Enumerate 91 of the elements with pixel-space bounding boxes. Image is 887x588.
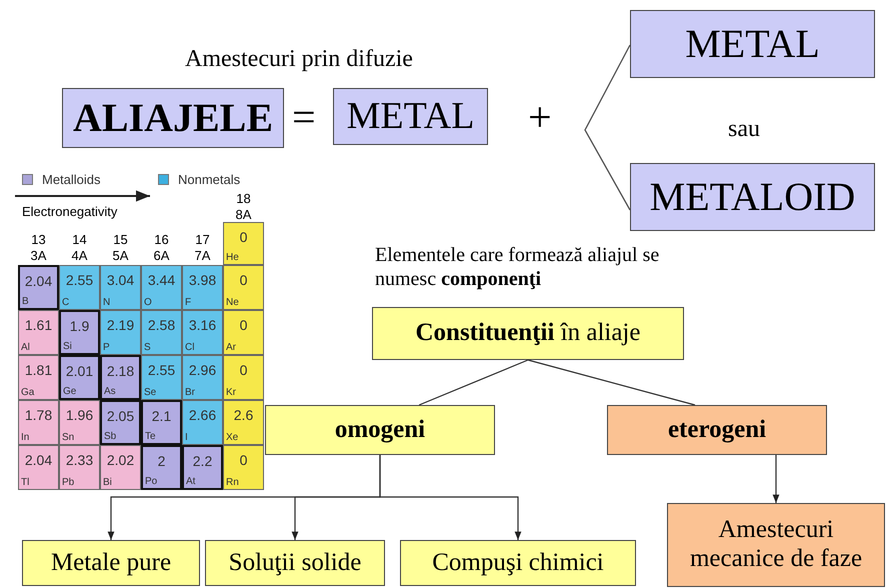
electronegativity-value: 3.16 [188, 317, 218, 333]
electronegativity-value: 1.78 [24, 407, 54, 423]
electronegativity-value: 0 [238, 317, 248, 333]
metal-box: METAL [333, 88, 488, 145]
element-symbol: In [21, 432, 30, 443]
element-symbol: S [144, 342, 151, 353]
element-symbol: Ar [226, 342, 236, 353]
equals-sign: = [292, 94, 317, 143]
element-symbol: Ga [21, 387, 34, 398]
element-symbol: P [103, 342, 110, 353]
type-box: Compuşi chimici [400, 540, 636, 586]
electronegativity-value: 2.18 [106, 363, 136, 379]
group-number: 18 8A [234, 191, 252, 222]
electronegativity-value: 1.96 [64, 407, 94, 423]
note-text: Elementele care formează aliajul se numesc componenţi [375, 243, 660, 291]
element-symbol: N [103, 297, 110, 308]
type-box: Metale pure [22, 540, 200, 586]
electronegativity-value: 2.01 [64, 363, 94, 379]
metal-box: METAL [630, 10, 875, 78]
axis-label: Electronegativity [22, 204, 118, 220]
electronegativity-value: 0 [238, 229, 248, 245]
electronegativity-value: 2.02 [106, 452, 136, 468]
electronegativity-value: 2.55 [146, 362, 176, 378]
element-symbol: I [185, 432, 188, 443]
element-symbol: As [104, 386, 116, 397]
electronegativity-value: 1.61 [24, 317, 54, 333]
plus-sign: + [528, 94, 553, 143]
electronegativity-value: 3.98 [188, 272, 218, 288]
element-symbol: Si [63, 341, 72, 352]
legend-label: Nonmetals [178, 172, 240, 187]
electronegativity-value: 2.58 [146, 317, 176, 333]
electronegativity-value: 2 [156, 453, 166, 469]
group-number: 14 4A [70, 232, 88, 264]
element-symbol: Xe [226, 432, 238, 443]
element-symbol: Tl [21, 477, 30, 488]
alloy-box: ALIAJELE [62, 88, 284, 148]
element-symbol: Rn [226, 477, 239, 488]
electronegativity-value: 2.04 [24, 273, 54, 289]
electronegativity-value: 2.1 [150, 408, 172, 424]
legend-label: Metalloids [42, 172, 101, 187]
electronegativity-value: 3.04 [106, 272, 136, 288]
electronegativity-value: 2.66 [188, 407, 218, 423]
arrow [772, 455, 780, 503]
element-symbol: Te [145, 431, 156, 442]
group-number: 13 3A [30, 232, 48, 264]
category-box: omogeni [265, 405, 495, 455]
element-symbol: Po [145, 476, 158, 487]
electronegativity-value: 1.9 [68, 318, 90, 334]
element-symbol: Al [21, 342, 30, 353]
group-number: 17 7A [194, 232, 212, 264]
electronegativity-value: 3.44 [146, 272, 176, 288]
group-number: 16 6A [152, 232, 170, 264]
heading: Amestecuri prin difuzie [185, 45, 414, 74]
element-symbol: Sb [104, 431, 116, 442]
electronegativity-value: 2.2 [192, 453, 214, 469]
electronegativity-value: 0 [238, 452, 248, 468]
category-box: eterogeni [607, 405, 827, 455]
element-symbol: He [226, 252, 239, 263]
connector-line [418, 359, 528, 406]
conjunction-text: sau [728, 115, 761, 144]
metalloid-box: METALOID [630, 163, 875, 231]
electronegativity-value: 2.96 [188, 362, 218, 378]
element-symbol: Kr [226, 387, 236, 398]
type-box: Soluţii solide [205, 540, 385, 586]
connector-line [528, 359, 696, 406]
electronegativity-value: 2.05 [106, 408, 136, 424]
electronegativity-value: 2.6 [232, 407, 254, 423]
element-symbol: Br [185, 387, 195, 398]
element-symbol: Ne [226, 297, 239, 308]
electronegativity-value: 2.19 [106, 317, 136, 333]
electronegativity-value: 2.55 [64, 272, 94, 288]
element-symbol: Sn [62, 432, 74, 443]
arrow [379, 455, 522, 540]
element-symbol: F [185, 297, 192, 308]
category-box: Constituenţii în aliaje [372, 307, 684, 360]
electronegativity-value: 1.81 [24, 362, 54, 378]
element-symbol: C [62, 297, 70, 308]
element-symbol: Ge [63, 386, 76, 397]
electronegativity-value: 0 [238, 362, 248, 378]
element-symbol: Pb [62, 477, 74, 488]
element-symbol: B [22, 296, 29, 307]
electronegativity-value: 0 [238, 272, 248, 288]
element-symbol: Cl [185, 342, 194, 353]
electronegativity-value: 2.33 [64, 452, 94, 468]
type-box: Amestecuri mecanice de faze [667, 503, 885, 587]
electronegativity-value: 2.04 [24, 452, 54, 468]
element-symbol: Bi [103, 477, 112, 488]
group-number: 15 5A [112, 232, 130, 264]
element-symbol: O [144, 297, 152, 308]
element-symbol: Se [144, 387, 156, 398]
element-symbol: At [186, 476, 196, 487]
